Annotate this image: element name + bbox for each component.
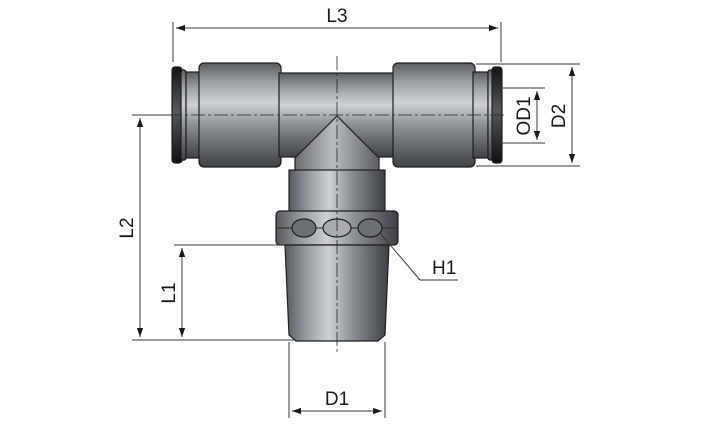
dimension-l3: L3	[172, 6, 502, 62]
dimension-d2: D2	[476, 63, 580, 167]
label-l1: L1	[159, 282, 180, 303]
dimension-l2: L2	[117, 114, 296, 341]
label-d1: D1	[325, 389, 349, 410]
dimension-od1: OD1	[500, 87, 545, 144]
dimension-d1: D1	[288, 342, 386, 418]
dimension-l1: L1	[159, 244, 285, 337]
leader-h1: H1	[379, 232, 458, 281]
label-l3: L3	[326, 6, 347, 27]
label-h1: H1	[432, 258, 456, 279]
label-l2: L2	[117, 217, 138, 238]
label-d2: D2	[549, 104, 570, 128]
label-od1: OD1	[514, 96, 535, 135]
